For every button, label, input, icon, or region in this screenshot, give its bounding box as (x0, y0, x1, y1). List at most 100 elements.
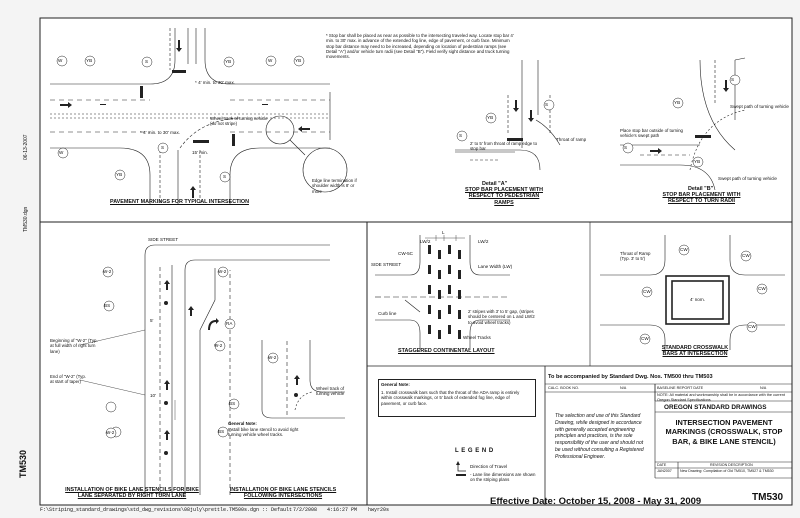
label-w2-4: W-2 (106, 430, 115, 435)
title-crosswalk-bars: STANDARD CROSSWALK BARS AT INTERSECTION (661, 345, 729, 358)
label-cw-6: CW (748, 324, 756, 329)
label-bs-2: BS (229, 401, 236, 406)
title-detail-a: Detail "A" (482, 181, 508, 187)
all-material-note: NOTE: All material and workmanship shall… (657, 393, 785, 402)
label-yb-4: YB (116, 172, 123, 177)
label-two-five: 2' to 5' from throat of ramp edge to sto… (470, 141, 538, 152)
label-cw-2: CW (742, 253, 750, 258)
baseline-label: BASELINE REPORT DATE (657, 386, 704, 390)
crosswalk-note-heading: General Note: (381, 382, 410, 387)
side-date: 06-13-2007 (23, 134, 29, 160)
label-fifteen-min: 15' min. (192, 150, 208, 155)
label-lane-width: Lane Width (LW) (478, 264, 513, 269)
label-throat-ramp-2: Throat of Ramp (Typ. 3' to 5') (620, 251, 651, 262)
legend-direction: Direction of Travel (470, 464, 508, 469)
label-bs-1: BS (104, 303, 111, 308)
label-l: L (442, 230, 445, 235)
label-yb-b2: YB (694, 159, 701, 164)
label-stripes-note: 2' stripes with 3' to 5' gap, (stripes s… (468, 309, 535, 325)
stop-bar-note: * Stop bar shall be placed as near as po… (326, 33, 514, 60)
title-bike-following: INSTALLATION OF BIKE LANE STENCILS FOLLO… (229, 487, 337, 500)
title-pavement-markings: PAVEMENT MARKINGS FOR TYPICAL INTERSECTI… (110, 199, 249, 205)
rev-date: JAN2007 (657, 469, 672, 473)
label-s-1: S (145, 59, 149, 64)
crosswalk-note-box (378, 379, 536, 417)
label-cw-4: CW (758, 286, 766, 291)
label-swept-path-1: Swept path of turning vehicle (730, 104, 789, 109)
label-four-thirty-1: * 4' min. to 30' max. (195, 80, 236, 85)
bike-note: Install bike lane stencil to avoid right… (228, 427, 299, 438)
label-swept-path-2: Swept path of turning vehicle (718, 176, 777, 181)
label-side-street-1: SIDE STREET (148, 237, 179, 242)
label-throat-ramp: Throat of ramp (556, 137, 587, 142)
label-w2-5: W-2 (268, 355, 277, 360)
label-four-thirty-2: * 4' min. to 30' max. (140, 130, 181, 135)
rev-desc: New Drawing: Compilation of Old TM510, T… (680, 469, 774, 473)
baseline-value: N/A (760, 386, 767, 390)
agency-name: OREGON STANDARD DRAWINGS (664, 404, 767, 411)
label-s-3: S (161, 145, 165, 150)
label-w2-3: W-2 (214, 343, 223, 348)
label-edge-line: Edge line termination if shoulder width … (312, 178, 357, 194)
sheet-number: TM530 (752, 492, 784, 503)
label-wheel-track: Wheel track of turning vehicle (do not s… (210, 116, 268, 127)
label-yb-2: YB (225, 59, 232, 64)
label-w-1: W (58, 58, 63, 63)
label-bs-3: BS (218, 429, 225, 434)
calc-book-label: CALC. BOOK NO. (548, 386, 580, 390)
title-detail-a-sub: STOP BAR PLACEMENT WITH RESPECT TO PEDES… (465, 187, 543, 206)
calc-book-value: N/A (620, 386, 627, 390)
label-wheel-track-2: Wheel track of turning vehicle (316, 386, 345, 397)
label-side-street-2: SIDE STREET (371, 262, 402, 267)
label-lw2-2: LW/2 (478, 239, 489, 244)
label-begin-w2: Beginning of "W-2" (Typ. at full width o… (50, 338, 98, 354)
legend-title: L E G E N D (455, 448, 494, 454)
label-curb-line: Curb line (378, 311, 397, 316)
label-cw-3: CW (643, 289, 651, 294)
label-s-b2: S (731, 77, 735, 82)
label-end-w2: End of "W-2" (Typ. at start of taper) (50, 374, 86, 385)
label-wheel-tracks: Wheel Tracks (463, 335, 491, 340)
label-ra: RA (226, 321, 233, 326)
label-lw2-1: LW/2 (420, 239, 431, 244)
label-cw-1: CW (680, 247, 688, 252)
side-sheet-no: TM530 (18, 449, 28, 478)
title-bike-right-turn: INSTALLATION OF BIKE LANE STENCILS FOR B… (65, 487, 199, 500)
label-s-b1: S (624, 145, 628, 150)
drawing-title: INTERSECTION PAVEMENT MARKINGS (CROSSWAL… (665, 418, 783, 446)
label-place-stop-bar: Place stop bar outside of turning vehicl… (620, 128, 683, 139)
title-detail-b-sub: STOP BAR PLACEMENT WITH RESPECT TO TURN … (662, 192, 741, 205)
label-s-a1: S (459, 133, 463, 138)
accompanied-note: To be accompanied by Standard Dwg. Nos. … (548, 374, 713, 380)
label-w-3: W (59, 150, 64, 155)
legend-lane-line: - Lane line dimensions are shown on the … (470, 472, 536, 483)
footer-user: hwyr20s (368, 507, 390, 513)
label-yb-1: YB (86, 58, 93, 63)
effective-date: Effective Date: October 15, 2008 - May 3… (490, 496, 702, 507)
label-w-2: W (268, 58, 273, 63)
label-four-nom: 4' nom. (690, 297, 705, 302)
rev-date-header: DATE (657, 463, 667, 467)
footer-time: 4:16:27 PM (327, 507, 358, 513)
disclaimer: The selection and use of this Standard D… (555, 413, 644, 460)
title-detail-b: Detail "B" (688, 186, 714, 192)
label-yb-a: YB (487, 115, 494, 120)
footer-path: F:\Striping_standard_drawings\std_dwg_re… (40, 507, 293, 513)
label-five-ft: 5' (150, 318, 154, 323)
label-w2-1: W-2 (103, 269, 112, 274)
crosswalk-note: 1. Install crosswalk bars such that the … (381, 390, 520, 406)
label-cw5c: CW-5C (398, 251, 413, 256)
label-cw-5: CW (641, 336, 649, 341)
label-s-a2: S (545, 102, 549, 107)
label-s-2: S (223, 174, 227, 179)
label-w2-2: W-2 (218, 269, 227, 274)
label-yb-b1: YB (674, 100, 681, 105)
label-ten-ft: 10' (150, 393, 156, 398)
label-yb-3: YB (295, 58, 302, 63)
side-dgn: TM530.dgn (23, 206, 29, 232)
footer-date: 7/2/2008 (293, 507, 318, 513)
bike-note-heading: General Note: (228, 421, 257, 426)
rev-desc-header: REVISION DESCRIPTION (710, 463, 753, 467)
